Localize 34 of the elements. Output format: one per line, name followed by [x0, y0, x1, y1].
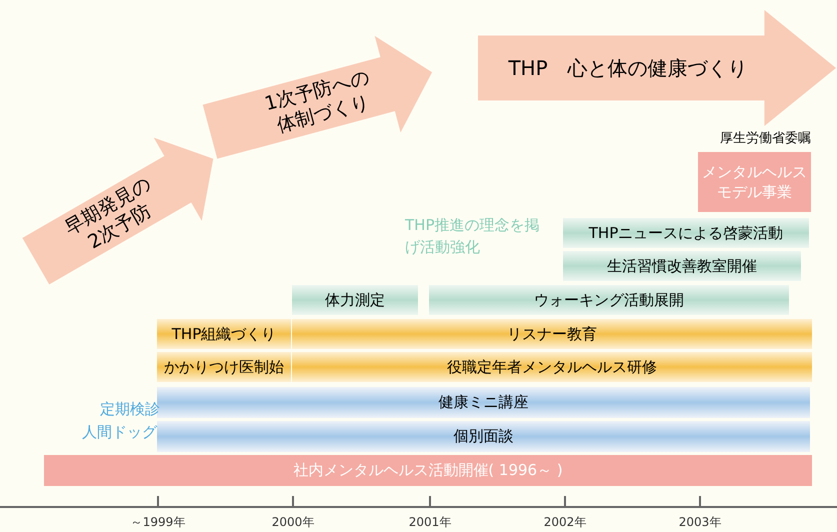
note-text: 人間ドッグ	[81, 422, 157, 443]
bar-label: 社内メンタルヘルス活動開催( 1996～ )	[293, 460, 563, 482]
bar-label: 健康ミニ講座	[438, 392, 528, 414]
note-text: THP推進の理念を掲げ活動強化	[405, 215, 540, 258]
arrow-label: 1次予防への体制づくり	[261, 65, 373, 139]
timeline-bar	[157, 352, 291, 382]
bar-label: 生活習慣改善教室開催	[607, 256, 757, 277]
timeline-bar	[429, 285, 789, 315]
bar-label: THPニュースによる啓蒙活動	[588, 222, 784, 244]
timeline-bar	[563, 218, 809, 248]
timeline-bar	[292, 285, 418, 315]
axis-label: 2003年	[678, 514, 722, 531]
note-text: 厚生労働省委嘱	[720, 130, 811, 148]
bar-label: かかりつけ医制始	[164, 356, 284, 378]
timeline-bar	[292, 319, 812, 349]
timeline-bar	[157, 421, 810, 452]
arrow-label: THP 心と体の健康づくり	[507, 56, 749, 80]
axis-label: 2002年	[542, 514, 588, 531]
arrow-label: 早期発見の2次予防	[60, 172, 156, 256]
timeline-bar	[292, 352, 812, 382]
bar-label: 体力測定	[325, 290, 385, 311]
bar-label: THP組織づくり	[172, 324, 276, 345]
axis-label: 2000年	[270, 514, 316, 531]
bar-label: 役職定年者メンタルヘルス研修	[447, 356, 657, 378]
axis-label: 2001年	[408, 514, 452, 531]
bar-label: ウォーキング活動展開	[534, 290, 684, 311]
timeline-bar	[157, 319, 291, 349]
bar-label: 個別面談	[454, 426, 514, 448]
timeline-bar	[44, 455, 812, 486]
bar-label: メンタルヘルスモデル事業	[701, 162, 808, 202]
bar-label: リスナー教育	[507, 324, 597, 345]
axis-label: ～1999年	[130, 514, 186, 531]
note-text: 定期検診	[99, 399, 160, 420]
timeline-bar	[563, 251, 801, 281]
